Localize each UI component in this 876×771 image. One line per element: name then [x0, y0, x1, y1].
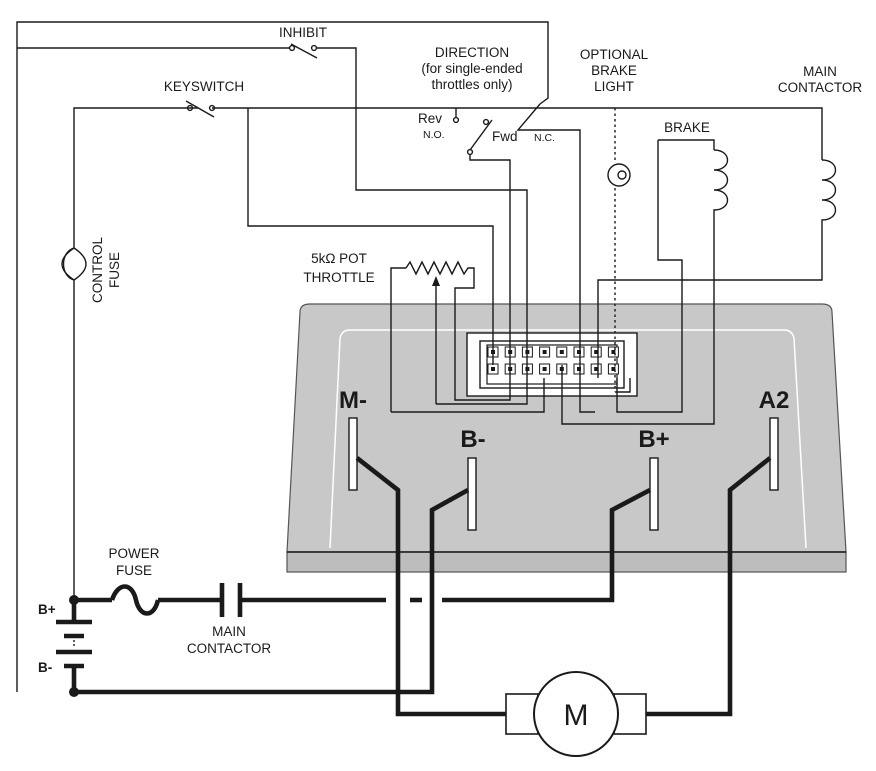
- terminal-b-minus: [467, 457, 477, 531]
- motor-label: M: [564, 699, 589, 732]
- connector-pin-contact: [594, 367, 599, 371]
- connector-pin-contact: [611, 350, 616, 354]
- battery: [56, 595, 92, 697]
- connector-pin-contact: [559, 350, 564, 354]
- connector-pin-contact: [594, 350, 599, 354]
- control-fuse-label-2: FUSE: [107, 252, 122, 288]
- fwd-label: Fwd: [492, 129, 518, 144]
- rev-contact-label: N.O.: [423, 129, 445, 141]
- keyswitch-blade: [185, 100, 215, 118]
- throttle-potentiometer: [405, 260, 511, 401]
- terminal-a2: [769, 417, 779, 491]
- terminal-m-minus: [348, 417, 358, 491]
- main-contactor-label-2: CONTACTOR: [187, 641, 272, 656]
- main-contactor-label-1: MAIN: [212, 624, 246, 639]
- keyswitch-label: KEYSWITCH: [164, 79, 244, 94]
- brake-light-label-1: OPTIONAL: [580, 47, 649, 62]
- battery-pos-node: [69, 595, 79, 605]
- controller: [286, 303, 847, 573]
- direction-subtitle-2: throttles only): [431, 77, 512, 92]
- battery-neg-node: [69, 687, 79, 697]
- connector-pin-contact: [577, 367, 581, 371]
- control-fuse-label-1: CONTROL: [90, 237, 105, 303]
- connector-pin-contact: [577, 350, 581, 354]
- direction-title: DIRECTION: [435, 45, 509, 60]
- power-fuse: [109, 584, 161, 616]
- rev-label: Rev: [418, 111, 442, 126]
- power-terminals: [348, 417, 779, 531]
- direction-blade: [469, 119, 493, 151]
- motor-body-right: [613, 693, 647, 735]
- terminal-b-plus: [649, 457, 659, 531]
- controller-highlight: [329, 329, 807, 549]
- fwd-contact-label: N.C.: [534, 132, 555, 144]
- motor-circle: [533, 671, 619, 757]
- brake-light-lamp: [607, 163, 631, 187]
- motor-body-left: [505, 693, 539, 735]
- brake-coil: [561, 149, 729, 425]
- pot-throttle-label-1: 5kΩ POT: [311, 251, 367, 266]
- brake-light-label-3: LIGHT: [594, 79, 634, 94]
- battery-pos-label: B+: [38, 602, 56, 617]
- main-contactor-coil-label-2: CONTACTOR: [778, 80, 863, 95]
- main-contactor-coil: [597, 159, 837, 378]
- control-fuse: [61, 247, 87, 281]
- direction-subtitle-1: (for single-ended: [421, 61, 522, 76]
- connector-pin-contact: [542, 367, 547, 371]
- connector-pin-contact: [611, 367, 616, 371]
- power-wiring: [74, 456, 772, 717]
- labels: INHIBIT KEYSWITCH DIRECTION (for single-…: [38, 25, 862, 675]
- battery-neg-label: B-: [38, 660, 52, 675]
- pot-throttle-label-2: THROTTLE: [303, 270, 374, 285]
- main-contactor-coil-label-1: MAIN: [803, 64, 837, 79]
- terminal-b-plus-label: B+: [638, 426, 669, 453]
- power-fuse-label-1: POWER: [108, 546, 159, 561]
- controller-base: [286, 551, 847, 573]
- terminal-a2-label: A2: [759, 387, 790, 414]
- controller-housing: [286, 303, 847, 553]
- control-wiring: [16, 21, 837, 692]
- connector-pin-contact: [542, 350, 547, 354]
- terminal-b-minus-label: B-: [460, 426, 485, 453]
- motor: M: [505, 671, 647, 757]
- inhibit-blade: [290, 43, 318, 59]
- power-fuse-label-2: FUSE: [116, 563, 152, 578]
- terminal-m-minus-label: M-: [339, 387, 367, 414]
- inhibit-label: INHIBIT: [279, 25, 327, 40]
- brake-light-label-2: BRAKE: [591, 63, 637, 78]
- connector-pin-contact: [491, 367, 495, 371]
- brake-label: BRAKE: [664, 120, 710, 135]
